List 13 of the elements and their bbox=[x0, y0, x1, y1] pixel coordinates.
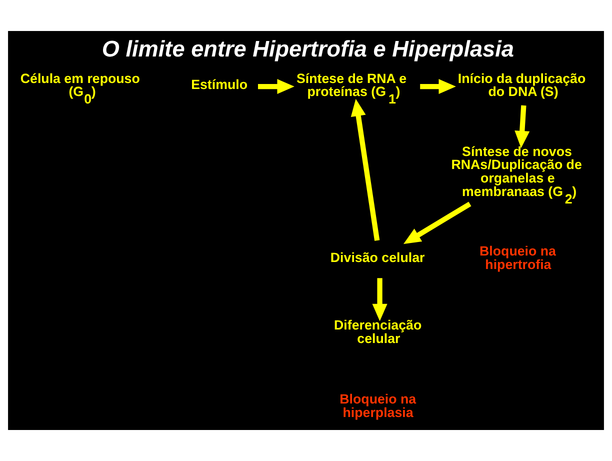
arrow bbox=[420, 79, 456, 94]
arrow bbox=[258, 79, 294, 94]
node-text: Divisão celular bbox=[330, 250, 425, 265]
label: Bloqueio na hiperplasia bbox=[340, 392, 416, 420]
arrow bbox=[514, 105, 530, 148]
arrow bbox=[372, 278, 388, 322]
diagram-title: O limite entre Hipertrofia e Hiperplasia bbox=[102, 36, 514, 62]
node-text: Início da duplicação do DNA (S) bbox=[458, 70, 586, 100]
node-text: Estímulo bbox=[191, 77, 248, 92]
label: Bloqueio na hipertrofia bbox=[480, 244, 556, 272]
arrow bbox=[403, 202, 472, 244]
arrow bbox=[350, 98, 380, 241]
node-text: Diferenciação celular bbox=[334, 318, 422, 346]
